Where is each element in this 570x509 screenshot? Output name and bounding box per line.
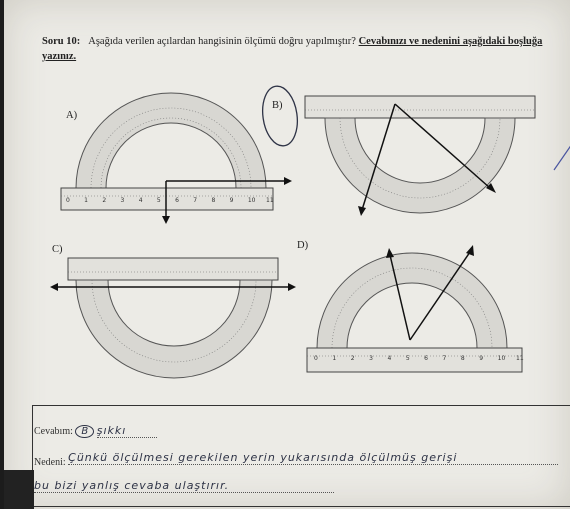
ruler-a-number: 1 (84, 197, 88, 204)
ruler-d-number: 7 (442, 355, 447, 362)
ruler-d-number: 8 (460, 355, 465, 362)
question-instruction: Cevabınızı ve nedenini aşağıdaki boşluğa… (42, 36, 543, 62)
ruler-a-number: 2 (102, 197, 107, 204)
reason-text-1: Çünkü ölçülmesi gerekilen yerin yukarısı… (68, 451, 559, 465)
ruler-a-number: 5 (156, 197, 161, 204)
option-b-figure (304, 95, 536, 216)
reason-text-2: bu bizi yanlış cevaba ulaştırır. (34, 479, 334, 493)
question-text: Soru 10: Aşağıda verilen açılardan hangi… (42, 34, 562, 64)
option-a-label: A) (66, 110, 78, 121)
ruler-a-number: 3 (120, 197, 125, 204)
reason-line-1: Nedeni: Çünkü ölçülmesi gerekilen yerin … (34, 451, 559, 468)
ruler-d-number: 10 (497, 355, 506, 362)
ruler-d-number: 9 (479, 355, 484, 362)
answer-label: Cevabım: (34, 426, 73, 437)
ruler-d-number: 3 (369, 355, 373, 362)
question-number: Soru 10: (42, 36, 81, 47)
answer-suffix: şıkkı (96, 424, 157, 438)
worksheet-page: Soru 10: Aşağıda verilen açılardan hangi… (4, 0, 570, 509)
page-corner-shadow (4, 470, 34, 509)
ruler-d-number: 5 (405, 355, 410, 362)
ruler-a-number: 0 (66, 197, 70, 204)
reason-label: Nedeni: (34, 457, 66, 468)
option-c-label: C) (52, 244, 63, 255)
option-a-figure (60, 92, 292, 224)
ruler-d-number: 2 (350, 355, 355, 362)
option-b-label: B) (272, 100, 283, 111)
ruler-d-number: 4 (387, 355, 392, 362)
option-b-circle-mark (262, 85, 298, 147)
check-mark (553, 145, 570, 171)
ruler-a-number: 6 (175, 197, 179, 204)
reason-line-2: bu bizi yanlış cevaba ulaştırır. (34, 479, 334, 493)
ruler-a-number: 4 (138, 197, 143, 204)
ruler-a-number: 8 (211, 197, 216, 204)
ruler-a-number: 9 (229, 197, 234, 204)
answer-box (32, 405, 570, 507)
ruler-a-number: 7 (193, 197, 198, 204)
option-d-figure (306, 245, 523, 373)
ruler-a-number: 10 (247, 197, 256, 204)
ruler-a-number: 11 (266, 197, 274, 204)
ruler-d-number: 6 (424, 355, 428, 362)
option-d-label: D) (297, 240, 309, 251)
answer-choice: B (75, 425, 95, 438)
ruler-d-number: 11 (516, 355, 524, 362)
answer-line: Cevabım: B şıkkı (34, 424, 157, 438)
question-body: Aşağıda verilen açılardan hangisinin ölç… (88, 36, 356, 47)
ruler-d-number: 1 (332, 355, 337, 362)
ruler-d-number: 0 (314, 355, 318, 362)
option-c-figure (50, 257, 296, 379)
